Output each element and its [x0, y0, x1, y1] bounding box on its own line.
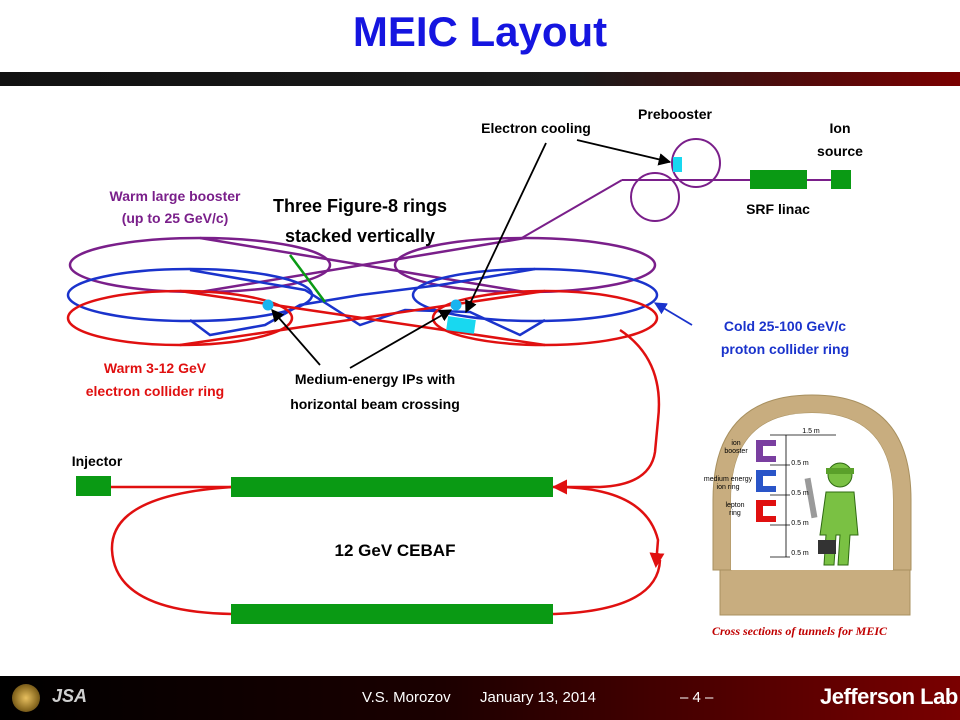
- cebaf-south-linac: [231, 604, 553, 624]
- cold-ring-arrow: [653, 302, 693, 326]
- footer-author: V.S. Morozov: [362, 689, 451, 706]
- label-ips-line2: horizontal beam crossing: [290, 396, 460, 412]
- label-injector: Injector: [71, 453, 123, 469]
- annotation-arrows: [271, 139, 672, 369]
- label-cold-ring-line1: Cold 25-100 GeV/c: [723, 318, 847, 334]
- electron-cooling-block: [446, 316, 476, 334]
- label-ion-source-line2: source: [817, 143, 863, 159]
- tunnel-label-lepton-1: lepton: [725, 502, 745, 509]
- cebaf-north-linac: [231, 477, 553, 497]
- label-ion-source-line1: Ion: [829, 120, 851, 136]
- cold-proton-collider-ring: [66, 267, 659, 337]
- tunnel-cross-section-inset: [712, 394, 912, 616]
- lepton-ring-magnet-icon: [756, 500, 776, 522]
- jefferson-lab-logo: Jefferson Lab: [820, 684, 958, 709]
- footer-page-number: – 4 –: [680, 689, 714, 706]
- srf-linac-block: [750, 170, 807, 189]
- ip-marker-right: [450, 299, 462, 311]
- tunnel-worker-icon: [804, 462, 859, 566]
- label-warm-booster-line2: (up to 25 GeV/c): [121, 210, 229, 226]
- warm-electron-collider-ring: [66, 289, 665, 616]
- label-cebaf: 12 GeV CEBAF: [334, 541, 456, 560]
- tunnel-dim-2: 0.5 m: [791, 490, 809, 497]
- footer-bar: [0, 676, 960, 720]
- prebooster-ring: [630, 138, 721, 222]
- tunnel-label-ion-booster-2: booster: [724, 448, 748, 455]
- label-prebooster: Prebooster: [638, 106, 712, 122]
- title-divider-bar: [0, 72, 960, 86]
- label-warm-electron-line2: electron collider ring: [85, 383, 225, 399]
- label-figure8-line2: stacked vertically: [284, 226, 436, 246]
- page-title: MEIC Layout: [352, 8, 608, 55]
- ion-booster-magnet-icon: [756, 440, 776, 462]
- ion-ring-magnet-icon: [756, 470, 776, 492]
- tunnel-label-ion-booster-1: ion: [731, 440, 741, 447]
- ip-marker-left: [262, 299, 274, 311]
- tunnel-label-medium-energy-1: medium energy: [703, 476, 753, 483]
- transfer-line: [288, 254, 327, 303]
- tunnel-dim-3: 0.5 m: [791, 520, 809, 527]
- ion-transfer-line: [519, 179, 848, 240]
- injector-block: [76, 476, 111, 496]
- tunnel-dim-1: 0.5 m: [791, 460, 809, 467]
- footer-date: January 13, 2014: [480, 689, 596, 706]
- label-electron-cooling: Electron cooling: [481, 120, 591, 136]
- ion-source-block: [831, 170, 851, 189]
- label-srf-linac: SRF linac: [746, 201, 810, 217]
- jsa-logo: JSA: [52, 686, 88, 706]
- doe-seal-icon: [12, 684, 40, 712]
- tunnel-caption: Cross sections of tunnels for MEIC: [711, 624, 888, 638]
- tunnel-dim-top: 1.5 m: [802, 428, 820, 435]
- tunnel-label-medium-energy-2: ion ring: [716, 484, 740, 491]
- label-warm-electron-line1: Warm 3-12 GeV: [103, 360, 207, 376]
- label-cold-ring-line2: proton collider ring: [720, 341, 850, 357]
- tunnel-dim-4: 0.5 m: [791, 550, 809, 557]
- label-warm-booster-line1: Warm large booster: [109, 188, 241, 204]
- prebooster-cooler-marker: [673, 157, 682, 172]
- label-figure8-line1: Three Figure-8 rings: [272, 196, 448, 216]
- tunnel-label-lepton-2: ring: [729, 510, 741, 517]
- label-ips-line1: Medium-energy IPs with: [294, 371, 456, 387]
